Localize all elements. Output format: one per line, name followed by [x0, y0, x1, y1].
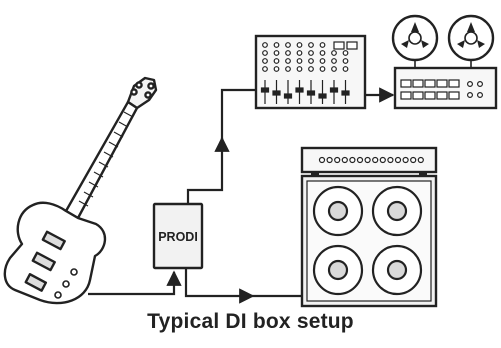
- amp-head-icon: [300, 146, 438, 176]
- mixer-knob: [273, 66, 280, 72]
- di-box-label: PRODI: [158, 230, 198, 244]
- mixer-knob: [285, 66, 291, 72]
- amp-knob: [394, 156, 402, 164]
- mixer-knob: [262, 42, 268, 48]
- amp-knob: [364, 156, 371, 164]
- amp-knob: [326, 156, 333, 164]
- amp-knob: [334, 156, 341, 164]
- mixer-knob: [319, 50, 326, 56]
- mixer-knob: [331, 58, 337, 64]
- speaker-cabinet-icon: [300, 174, 438, 308]
- mixer-knob: [308, 66, 314, 72]
- mixer-knob: [308, 58, 314, 64]
- mixing-console-icon: [254, 34, 367, 110]
- tape-recorder-icon: [391, 14, 498, 110]
- mixer-fader-handle: [329, 87, 339, 93]
- mixer-knob: [331, 50, 337, 56]
- mixer-knob: [308, 50, 314, 56]
- amp-knob: [387, 156, 394, 164]
- amp-knob: [402, 156, 409, 164]
- mixer-knob: [296, 66, 303, 72]
- mixer-knob: [296, 50, 303, 56]
- mixer-knob: [285, 50, 291, 56]
- mixer-fader-handle: [318, 93, 327, 99]
- mixer-fader-handle: [295, 87, 304, 93]
- amp-knob: [318, 156, 326, 164]
- mixer-knob: [273, 58, 280, 64]
- amp-knob: [379, 156, 386, 164]
- amp-knob: [349, 156, 356, 164]
- mixer-knob: [331, 66, 337, 72]
- amp-knob: [410, 156, 417, 164]
- mixer-knob: [262, 50, 268, 56]
- signal-cables: [88, 87, 395, 304]
- mixer-knob: [342, 50, 349, 56]
- amp-knob: [417, 156, 424, 164]
- mixer-knob: [319, 58, 326, 64]
- mixer-knob: [262, 66, 268, 72]
- mixer-knob: [262, 58, 268, 64]
- amp-knob: [356, 156, 364, 164]
- mixer-fader-handle: [341, 90, 350, 96]
- mixer-knob: [273, 50, 280, 56]
- mixer-fader-handle: [272, 90, 281, 96]
- mixer-fader-handle: [306, 90, 316, 96]
- diagram-caption: Typical DI box setup: [147, 310, 354, 333]
- mixer-knob: [296, 42, 303, 48]
- amp-knob: [341, 156, 348, 164]
- mixer-knob: [308, 42, 314, 48]
- mixer-knob: [285, 58, 291, 64]
- mixer-fader-handle: [283, 93, 293, 99]
- amp-knob: [372, 156, 379, 164]
- mixer-knob: [342, 58, 349, 64]
- bass-guitar-icon: [3, 76, 158, 305]
- mixer-fader-handle: [260, 87, 270, 93]
- di-box: PRODI: [152, 202, 204, 270]
- mixer-knob: [319, 42, 326, 48]
- mixer-knob: [296, 58, 303, 64]
- mixer-knob: [285, 42, 291, 48]
- mixer-knob: [319, 66, 326, 72]
- mixer-knob: [342, 66, 349, 72]
- mixer-knob: [273, 42, 280, 48]
